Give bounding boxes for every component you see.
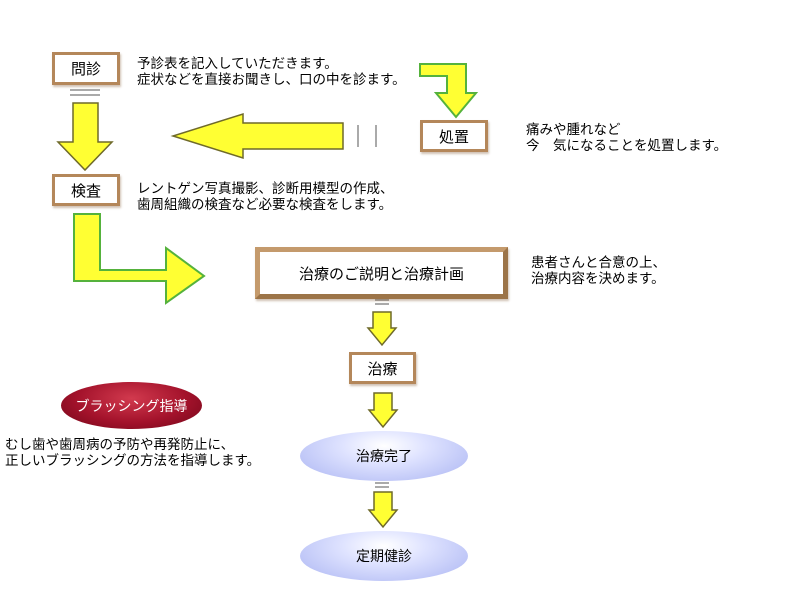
step-teiki-label: 定期健診 [356,549,412,565]
connector-lines [70,89,389,488]
l-arrow-kensa-setsumei [73,213,206,305]
step-kanryo: 治療完了 [300,431,468,481]
desc-brushing: むし歯や歯周病の予防や再発防止に、 正しいブラッシングの方法を指導します。 [5,437,261,469]
desc-shochi: 痛みや腫れなど 今 気になることを処置します。 [526,122,728,154]
step-shochi-label: 処置 [438,127,469,146]
down-arrow-chiryo-kanryo [367,392,399,429]
down-arrow-monshin-kensa [56,102,114,172]
step-chiryo-label: 治療 [367,359,398,378]
step-setsumei: 治療のご説明と治療計画 [255,247,508,299]
step-shochi: 処置 [420,120,488,152]
brushing-badge-label: ブラッシング指導 [75,398,188,415]
desc-monshin: 予診表を記入していただきます。 症状などを直接お聞きし、口の中を診ます。 [137,56,406,88]
bent-arrow-to-shochi [419,63,479,119]
step-kensa-label: 検査 [70,181,101,200]
step-chiryo: 治療 [349,352,416,384]
step-kanryo-label: 治療完了 [356,449,412,465]
step-kensa: 検査 [52,174,120,206]
down-arrow-setsumei-chiryo [366,311,398,347]
left-arrow-shochi [170,112,344,160]
step-teiki: 定期健診 [300,531,468,581]
brushing-badge: ブラッシング指導 [61,382,202,429]
desc-setsumei: 患者さんと合意の上、 治療内容を決めます。 [531,255,666,287]
step-monshin-label: 問診 [70,60,101,78]
step-setsumei-label: 治療のご説明と治療計画 [298,264,464,283]
desc-kensa: レントゲン写真撮影、診断用模型の作成、 歯周組織の検査など必要な検査をします。 [137,181,394,213]
step-monshin: 問診 [52,52,120,85]
down-arrow-kanryo-teiki [367,491,399,529]
